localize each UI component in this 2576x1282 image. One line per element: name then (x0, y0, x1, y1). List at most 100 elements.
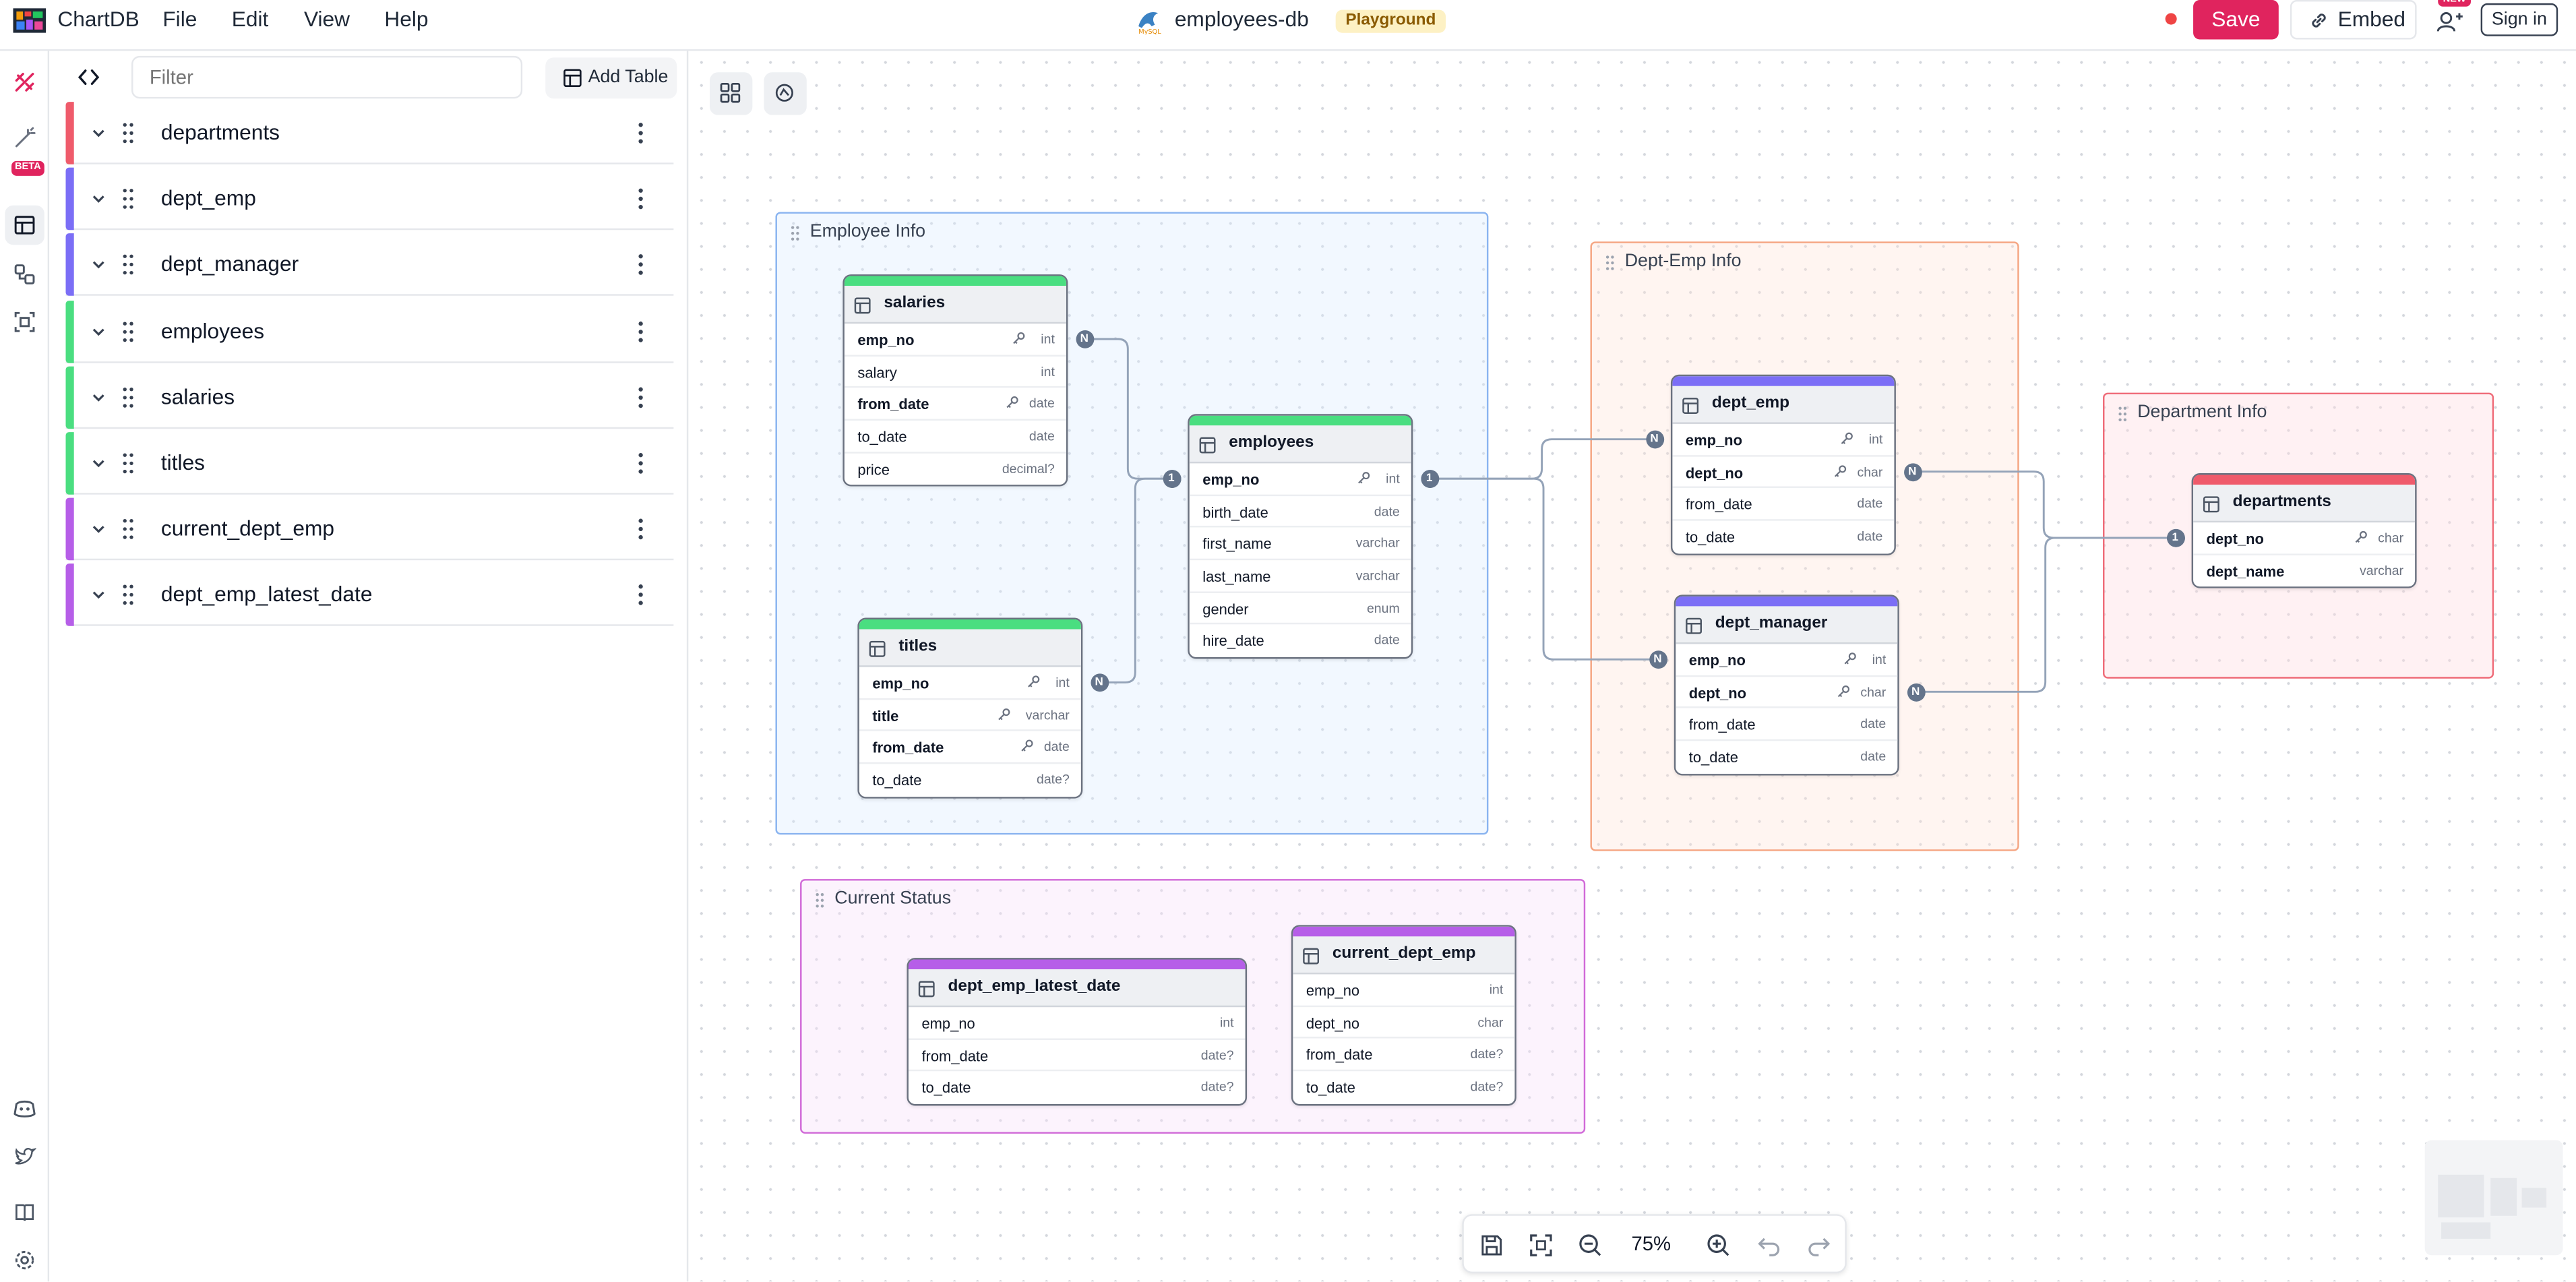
magic-wand-icon[interactable] (13, 127, 36, 150)
discord-icon[interactable] (13, 1097, 36, 1120)
sign-in-button[interactable]: Sign in (2480, 3, 2558, 36)
filter-input[interactable] (131, 55, 523, 99)
minimap[interactable] (2424, 1140, 2563, 1256)
drag-handle-icon[interactable] (121, 253, 135, 276)
drag-handle-icon[interactable] (121, 518, 135, 541)
table-list-item[interactable]: dept_emp_latest_date (65, 564, 674, 627)
redo-icon[interactable] (1806, 1232, 1832, 1258)
more-options-icon[interactable] (638, 452, 644, 475)
relationship-edge[interactable] (1084, 338, 1171, 480)
drag-handle-icon[interactable] (121, 187, 135, 210)
app-brand[interactable]: ChartDB (57, 6, 140, 32)
menu-view[interactable]: View (303, 6, 350, 32)
chevron-down-icon[interactable] (89, 454, 109, 473)
docs-book-icon[interactable] (13, 1201, 36, 1224)
menu-file[interactable]: File (162, 6, 197, 32)
menu-help[interactable]: Help (384, 6, 429, 32)
more-options-icon[interactable] (638, 518, 644, 541)
table-list-item[interactable]: titles (65, 432, 674, 495)
auto-arrange-button[interactable] (764, 72, 807, 115)
table-list-item[interactable]: dept_manager (65, 234, 674, 297)
show-all-button[interactable] (710, 72, 753, 115)
relationship-edge[interactable] (1912, 470, 2176, 539)
table-header[interactable]: titles (859, 629, 1081, 667)
more-options-icon[interactable] (638, 386, 644, 408)
table-list-item[interactable]: employees (65, 300, 674, 363)
area-drag-handle-icon[interactable] (790, 225, 800, 241)
chevron-down-icon[interactable] (89, 255, 109, 275)
zoom-out-icon[interactable] (1577, 1232, 1603, 1258)
chevron-down-icon[interactable] (89, 189, 109, 209)
drag-handle-icon[interactable] (121, 386, 135, 408)
drag-handle-icon[interactable] (121, 584, 135, 607)
chevron-down-icon[interactable] (89, 520, 109, 539)
chevron-down-icon[interactable] (89, 586, 109, 605)
diagram-name[interactable]: employees-db (1174, 6, 1309, 32)
more-options-icon[interactable] (638, 584, 644, 607)
drag-handle-icon[interactable] (121, 319, 135, 342)
table-header[interactable]: dept_emp (1672, 386, 1895, 424)
zoom-in-icon[interactable] (1705, 1232, 1731, 1258)
twitter-icon[interactable] (13, 1145, 36, 1168)
relationship-edge[interactable] (1099, 477, 1171, 683)
zoom-level[interactable]: 75% (1631, 1232, 1672, 1256)
area-drag-handle-icon[interactable] (1605, 255, 1615, 271)
chevron-down-icon[interactable] (89, 322, 109, 341)
relationship-edge[interactable] (1429, 438, 1655, 480)
more-options-icon[interactable] (638, 253, 644, 276)
table-header[interactable]: departments (2193, 485, 2416, 523)
more-options-icon[interactable] (638, 187, 644, 210)
chevron-down-icon[interactable] (89, 123, 109, 143)
areas-icon[interactable] (13, 311, 36, 334)
table-header[interactable]: employees (1189, 425, 1411, 464)
collapse-code-icon[interactable] (78, 66, 100, 89)
more-options-icon[interactable] (638, 121, 644, 144)
more-options-icon[interactable] (638, 319, 644, 342)
embed-button[interactable]: Embed (2290, 0, 2417, 40)
add-user-icon[interactable] (2430, 3, 2466, 40)
table-header[interactable]: salaries (844, 286, 1066, 324)
drag-handle-icon[interactable] (121, 121, 135, 144)
area-drag-handle-icon[interactable] (815, 892, 825, 909)
save-button[interactable]: Save (2193, 0, 2279, 40)
schema-tools-icon[interactable] (13, 71, 36, 94)
add-table-button[interactable]: Add Table (545, 57, 677, 99)
undo-icon[interactable] (1756, 1232, 1783, 1258)
table-header[interactable]: dept_emp_latest_date (908, 969, 1246, 1008)
